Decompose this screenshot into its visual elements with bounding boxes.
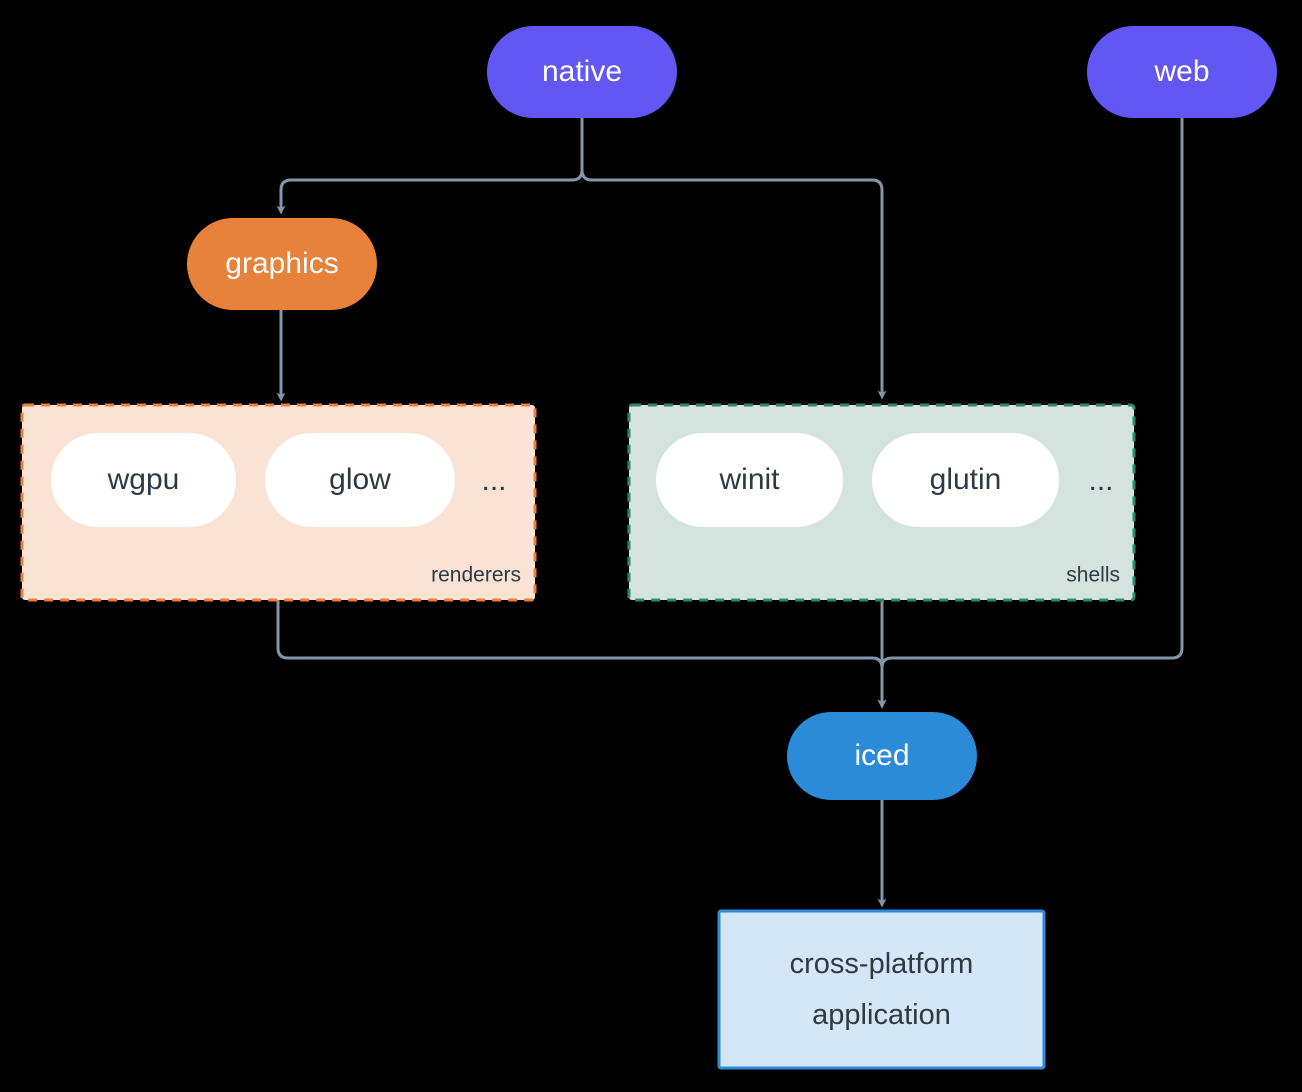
group-renderers: wgpu glow ... renderers — [20, 403, 537, 602]
node-winit-label: winit — [718, 463, 780, 496]
node-web[interactable] — [1087, 26, 1277, 118]
node-web-label: web — [1153, 55, 1209, 88]
renderers-ellipsis: ... — [481, 464, 506, 497]
node-application-label-line1: cross-platform — [790, 948, 974, 980]
node-native[interactable] — [487, 26, 677, 118]
node-iced[interactable] — [787, 712, 977, 800]
node-glutin-label: glutin — [930, 463, 1002, 496]
node-cross-platform-application[interactable] — [717, 909, 1046, 1070]
group-renderers-title: renderers — [431, 564, 521, 587]
edge-native-to-shells — [580, 118, 887, 400]
node-glutin[interactable] — [872, 433, 1059, 527]
node-wgpu-label: wgpu — [107, 463, 180, 496]
node-iced-label: iced — [854, 739, 909, 772]
node-graphics-label: graphics — [225, 247, 338, 280]
node-native-label: native — [542, 55, 622, 88]
edge-renderers-to-iced — [276, 600, 887, 709]
node-glow-label: glow — [329, 463, 391, 496]
node-glow[interactable] — [265, 433, 455, 527]
edge-web-to-iced — [877, 118, 1184, 709]
shells-ellipsis: ... — [1088, 464, 1113, 497]
nodes-layer: native web graphics iced cross-platform … — [187, 26, 1277, 1070]
edges-layer — [276, 118, 1184, 908]
edge-native-to-graphics — [276, 118, 584, 215]
node-winit[interactable] — [656, 433, 843, 527]
node-graphics[interactable] — [187, 218, 377, 310]
node-application-label-line2: application — [812, 999, 951, 1031]
node-wgpu[interactable] — [51, 433, 236, 527]
group-shells: winit glutin ... shells — [627, 403, 1136, 602]
group-shells-title: shells — [1066, 564, 1120, 587]
